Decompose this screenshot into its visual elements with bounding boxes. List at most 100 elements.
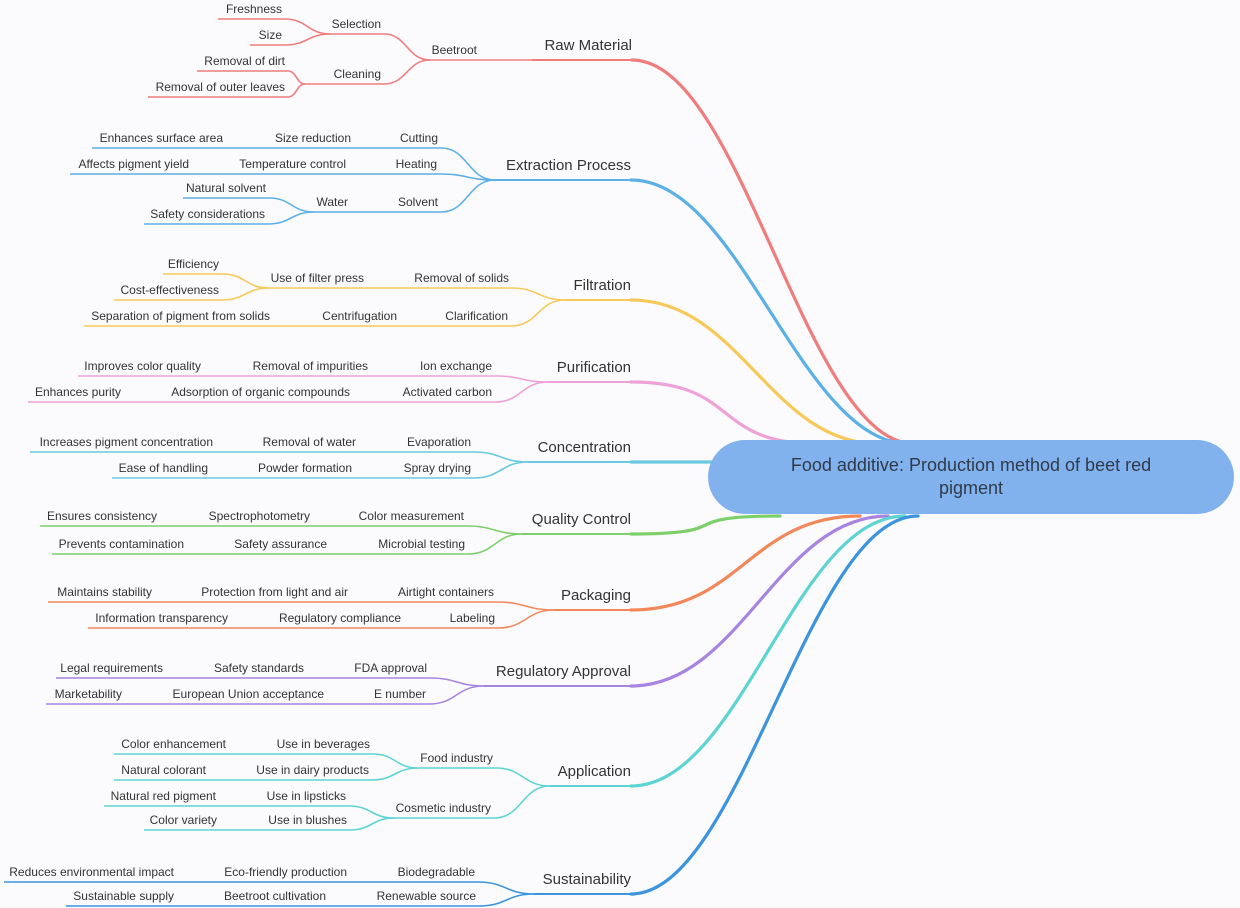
node-information-transparency[interactable]: Information transparency: [95, 611, 228, 625]
branch-purification[interactable]: Purification: [557, 359, 631, 376]
node-biodegradable[interactable]: Biodegradable: [398, 865, 476, 879]
node-regulatory-compliance[interactable]: Regulatory compliance: [279, 611, 401, 625]
connector-biodegradable: [477, 881, 535, 895]
node-ion-exchange[interactable]: Ion exchange: [420, 359, 492, 373]
node-freshness[interactable]: Freshness: [226, 2, 282, 16]
branch-connector-sustainability: [629, 514, 920, 896]
node-ensures-consistency[interactable]: Ensures consistency: [47, 509, 157, 523]
branch-quality-control[interactable]: Quality Control: [532, 511, 631, 528]
connector-ion-exchange: [494, 375, 549, 383]
node-ease-of-handling[interactable]: Ease of handling: [119, 461, 208, 475]
node-reduces-environmental-impact[interactable]: Reduces environmental impact: [9, 865, 174, 879]
node-color-measurement[interactable]: Color measurement: [359, 509, 465, 523]
node-solvent[interactable]: Solvent: [398, 195, 439, 209]
node-color-variety[interactable]: Color variety: [150, 813, 217, 827]
node-sustainable-supply[interactable]: Sustainable supply: [73, 889, 174, 903]
branch-connector-purification: [629, 380, 822, 446]
node-removal-of-dirt[interactable]: Removal of dirt: [204, 54, 285, 68]
connector-renewable-source: [478, 893, 535, 907]
node-water[interactable]: Water: [316, 195, 348, 209]
connector-size: [284, 33, 331, 46]
node-improves-color-quality[interactable]: Improves color quality: [84, 359, 201, 373]
node-powder-formation[interactable]: Powder formation: [258, 461, 352, 475]
root-node[interactable]: Food additive: Production method of beet…: [708, 440, 1234, 514]
node-renewable-source[interactable]: Renewable source: [377, 889, 477, 903]
node-color-enhancement[interactable]: Color enhancement: [121, 737, 226, 751]
node-centrifugation[interactable]: Centrifugation: [322, 309, 397, 323]
node-e-number[interactable]: E number: [374, 687, 426, 701]
branch-extraction-process[interactable]: Extraction Process: [506, 157, 631, 174]
node-temperature-control[interactable]: Temperature control: [239, 157, 346, 171]
node-safety-considerations[interactable]: Safety considerations: [150, 207, 265, 221]
node-clarification[interactable]: Clarification: [445, 309, 508, 323]
branch-raw-material[interactable]: Raw Material: [544, 37, 632, 54]
node-use-in-lipsticks[interactable]: Use in lipsticks: [267, 789, 346, 803]
connector-e-number: [428, 685, 485, 705]
node-prevents-contamination[interactable]: Prevents contamination: [59, 537, 184, 551]
connector-layer: [4, 18, 920, 907]
node-removal-of-impurities[interactable]: Removal of impurities: [253, 359, 368, 373]
node-use-in-beverages[interactable]: Use in beverages: [277, 737, 370, 751]
node-affects-pigment-yield[interactable]: Affects pigment yield: [78, 157, 189, 171]
node-activated-carbon[interactable]: Activated carbon: [403, 385, 492, 399]
node-marketability[interactable]: Marketability: [55, 687, 122, 701]
connector-use-in-beverages: [372, 753, 419, 769]
node-removal-of-solids[interactable]: Removal of solids: [414, 271, 509, 285]
branch-sustainability[interactable]: Sustainability: [543, 871, 632, 888]
node-fda-approval[interactable]: FDA approval: [354, 661, 427, 675]
node-removal-of-outer-leaves[interactable]: Removal of outer leaves: [156, 80, 285, 94]
node-natural-solvent[interactable]: Natural solvent: [186, 181, 267, 195]
connector-heating: [439, 173, 496, 181]
node-labeling[interactable]: Labeling: [450, 611, 495, 625]
node-evaporation[interactable]: Evaporation: [407, 435, 471, 449]
connector-cosmetic-industry: [493, 785, 551, 819]
node-enhances-purity[interactable]: Enhances purity: [35, 385, 121, 399]
node-heating[interactable]: Heating: [396, 157, 437, 171]
branch-connector-filtration: [629, 298, 882, 446]
connector-removal-of-dirt: [287, 70, 306, 85]
node-spectrophotometry[interactable]: Spectrophotometry: [209, 509, 310, 523]
node-enhances-surface-area[interactable]: Enhances surface area: [100, 131, 224, 145]
node-safety-standards[interactable]: Safety standards: [214, 661, 304, 675]
node-natural-red-pigment[interactable]: Natural red pigment: [111, 789, 217, 803]
node-adsorption-of-organic-compounds[interactable]: Adsorption of organic compounds: [171, 385, 350, 399]
connector-evaporation: [473, 451, 529, 463]
node-use-of-filter-press[interactable]: Use of filter press: [271, 271, 364, 285]
branch-connector-regulatory-approval: [629, 514, 890, 688]
node-european-union-acceptance[interactable]: European Union acceptance: [173, 687, 325, 701]
node-selection[interactable]: Selection: [332, 17, 381, 31]
node-cleaning[interactable]: Cleaning: [334, 67, 381, 81]
node-efficiency[interactable]: Efficiency: [168, 257, 219, 271]
label-layer: Raw Material Beetroot Selection FreshnessSi…: [9, 2, 632, 903]
node-microbial-testing[interactable]: Microbial testing: [378, 537, 465, 551]
branch-application[interactable]: Application: [558, 763, 631, 780]
branch-packaging[interactable]: Packaging: [561, 587, 631, 604]
node-separation-of-pigment-from-solids[interactable]: Separation of pigment from solids: [91, 309, 270, 323]
node-food-industry[interactable]: Food industry: [420, 751, 493, 765]
node-cosmetic-industry[interactable]: Cosmetic industry: [396, 801, 491, 815]
node-size-reduction[interactable]: Size reduction: [275, 131, 351, 145]
node-cost-effectiveness[interactable]: Cost-effectiveness: [121, 283, 220, 297]
node-cutting[interactable]: Cutting: [400, 131, 438, 145]
branch-regulatory-approval[interactable]: Regulatory Approval: [496, 663, 631, 680]
node-removal-of-water[interactable]: Removal of water: [263, 435, 356, 449]
node-use-in-dairy-products[interactable]: Use in dairy products: [256, 763, 369, 777]
node-airtight-containers[interactable]: Airtight containers: [398, 585, 494, 599]
node-use-in-blushes[interactable]: Use in blushes: [268, 813, 347, 827]
node-beetroot[interactable]: Beetroot: [432, 43, 478, 57]
node-natural-colorant[interactable]: Natural colorant: [121, 763, 206, 777]
node-beetroot-cultivation[interactable]: Beetroot cultivation: [224, 889, 326, 903]
node-safety-assurance[interactable]: Safety assurance: [234, 537, 327, 551]
node-protection-from-light-and-air[interactable]: Protection from light and air: [201, 585, 348, 599]
branch-connector-raw-material: [630, 58, 917, 446]
branch-filtration[interactable]: Filtration: [573, 277, 631, 294]
node-maintains-stability[interactable]: Maintains stability: [57, 585, 152, 599]
node-legal-requirements[interactable]: Legal requirements: [60, 661, 163, 675]
node-size[interactable]: Size: [259, 28, 283, 42]
node-eco-friendly-production[interactable]: Eco-friendly production: [224, 865, 347, 879]
node-spray-drying[interactable]: Spray drying: [404, 461, 471, 475]
node-increases-pigment-concentration[interactable]: Increases pigment concentration: [40, 435, 213, 449]
branch-concentration[interactable]: Concentration: [538, 439, 631, 456]
connector-selection: [383, 33, 431, 61]
